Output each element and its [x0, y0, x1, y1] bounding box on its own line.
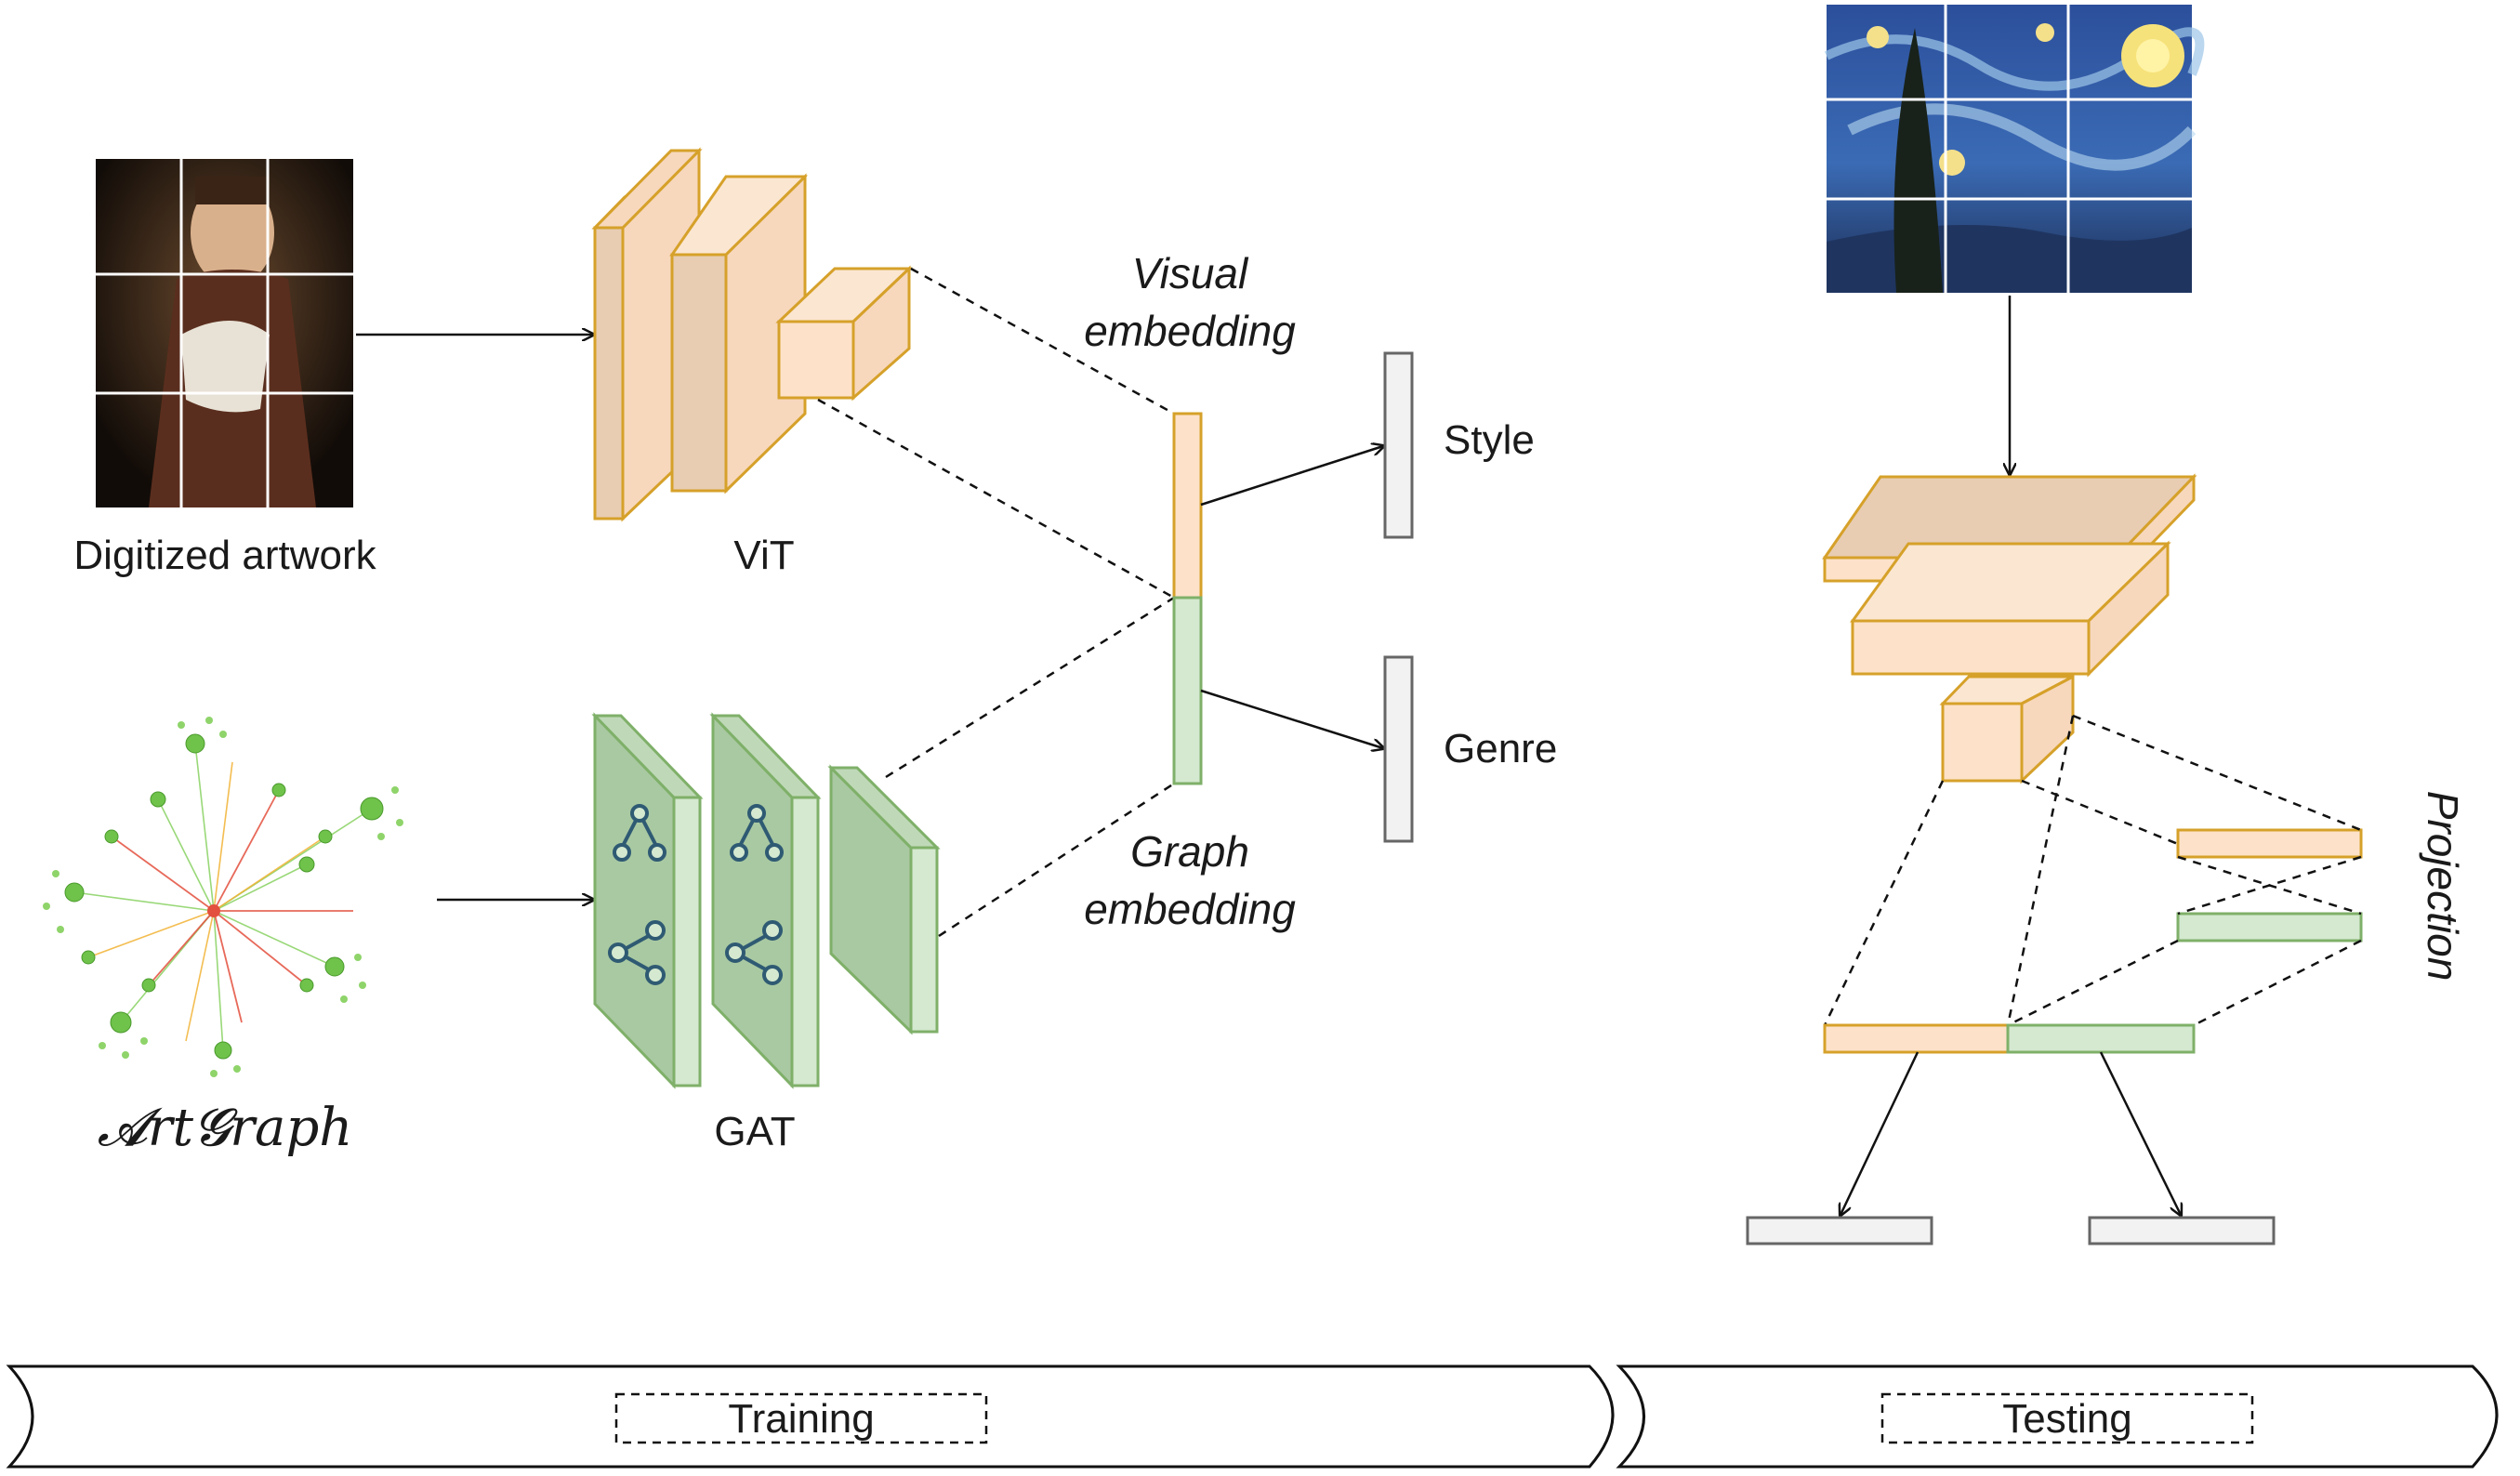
dashed-connector — [2072, 714, 2362, 832]
label-visual-embedding: Visual — [1132, 249, 1249, 297]
test-vit-block-2 — [1850, 540, 2171, 678]
arrow-to-test-output-1 — [1841, 1051, 1920, 1215]
arrow-to-style — [1200, 446, 1383, 507]
test-output-bar-1 — [1746, 1216, 1933, 1245]
test-visual-embedding-bar — [1823, 1023, 2010, 1054]
tree-icon — [730, 804, 784, 862]
dashed-connector — [817, 398, 1175, 600]
graph-embedding-bar — [1172, 596, 1203, 785]
label-gat: GAT — [714, 1109, 795, 1154]
arrow-to-genre — [1200, 689, 1383, 748]
dashed-connector — [2007, 939, 2179, 1027]
vit-block-3 — [775, 265, 913, 402]
artgraph-image — [43, 717, 403, 1077]
label-digitized-artwork: Digitized artwork — [73, 533, 376, 578]
genre-output-bar — [1383, 655, 1414, 843]
label-artgraph: 𝓐rt𝓖raph — [98, 1098, 353, 1158]
arrow-to-test-output-2 — [2099, 1051, 2181, 1215]
starry-night-image — [1824, 5, 2205, 293]
share-icon — [608, 920, 666, 985]
share-icon — [725, 920, 783, 985]
label-testing: Testing — [2002, 1396, 2131, 1442]
label-training: Training — [728, 1396, 874, 1442]
label-graph-embedding: embedding — [1084, 885, 1296, 933]
training-phase-banner: Training — [6, 1364, 1615, 1469]
label-genre: Genre — [1444, 726, 1557, 771]
artwork-image — [96, 159, 353, 507]
style-output-bar — [1383, 351, 1414, 539]
gat-block-2 — [709, 712, 822, 1089]
vit-block-2 — [669, 173, 808, 494]
label-visual-embedding: embedding — [1084, 307, 1296, 355]
test-vit-block-3 — [1939, 674, 2075, 784]
dashed-connector — [910, 267, 1175, 415]
label-projection: Projection — [2419, 791, 2467, 982]
gat-block-3 — [827, 764, 941, 1035]
dashed-connector — [1823, 780, 1945, 1026]
tree-icon — [613, 804, 666, 862]
dashed-connector — [885, 596, 1175, 779]
gat-block-1 — [591, 712, 704, 1089]
dashed-connector — [2006, 715, 2075, 1026]
projected-graph-bar — [2176, 912, 2363, 942]
dashed-connector — [2021, 779, 2179, 846]
label-graph-embedding: Graph — [1130, 827, 1249, 876]
label-style: Style — [1444, 417, 1535, 463]
visual-embedding-bar — [1172, 412, 1203, 600]
label-vit: ViT — [733, 533, 794, 578]
dashed-connector — [2193, 939, 2362, 1027]
testing-phase-banner: Testing — [1616, 1364, 2499, 1469]
test-output-bar-2 — [2088, 1216, 2276, 1245]
test-graph-embedding-bar — [2006, 1023, 2196, 1054]
projected-visual-bar — [2176, 828, 2363, 859]
dashed-connector — [2177, 855, 2362, 916]
